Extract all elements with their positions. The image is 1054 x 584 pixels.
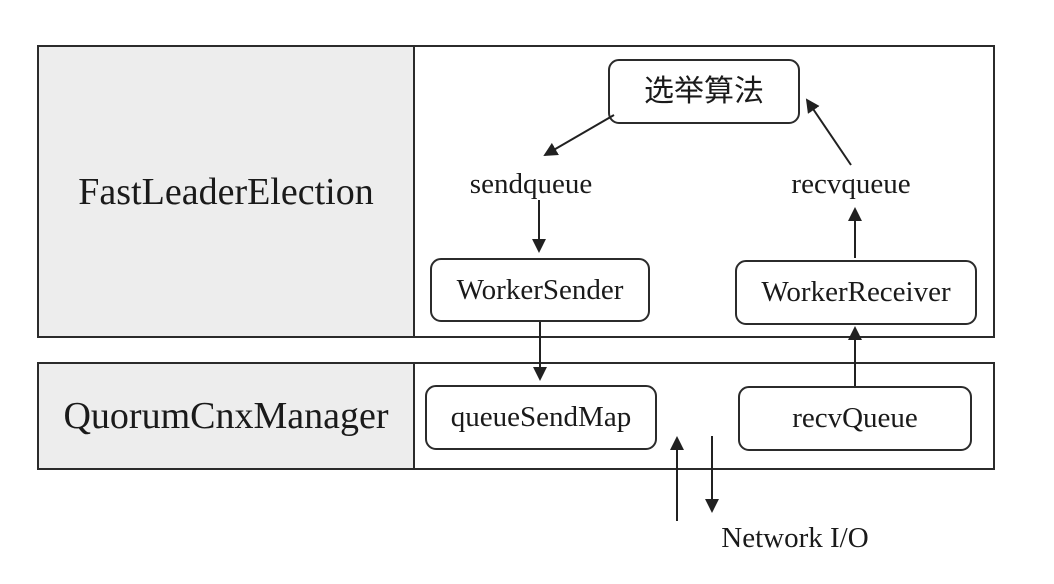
band-label-fastleaderelection: FastLeaderElection xyxy=(78,170,374,213)
node-queue-send-map-label: queueSendMap xyxy=(450,401,632,433)
node-worker-sender: WorkerSender xyxy=(430,258,650,322)
node-recv-queue: recvQueue xyxy=(738,386,972,451)
node-worker-receiver: WorkerReceiver xyxy=(735,260,977,325)
label-sendqueue: sendqueue xyxy=(469,168,593,200)
label-recvqueue: recvqueue xyxy=(791,168,911,200)
node-recv-queue-label: recvQueue xyxy=(792,402,918,434)
node-worker-sender-label: WorkerSender xyxy=(456,273,624,306)
node-election-algorithm: 选举算法 xyxy=(608,59,800,124)
band-fastleaderelection-label-cell: FastLeaderElection xyxy=(39,47,415,336)
band-label-quorumcnxmanager: QuorumCnxManager xyxy=(63,395,389,437)
label-network-io: Network I/O xyxy=(721,522,869,554)
node-queue-send-map: queueSendMap xyxy=(425,385,657,450)
node-worker-receiver-label: WorkerReceiver xyxy=(761,276,951,308)
band-quorumcnxmanager-label-cell: QuorumCnxManager xyxy=(39,364,415,468)
node-election-algorithm-label: 选举算法 xyxy=(644,74,764,108)
